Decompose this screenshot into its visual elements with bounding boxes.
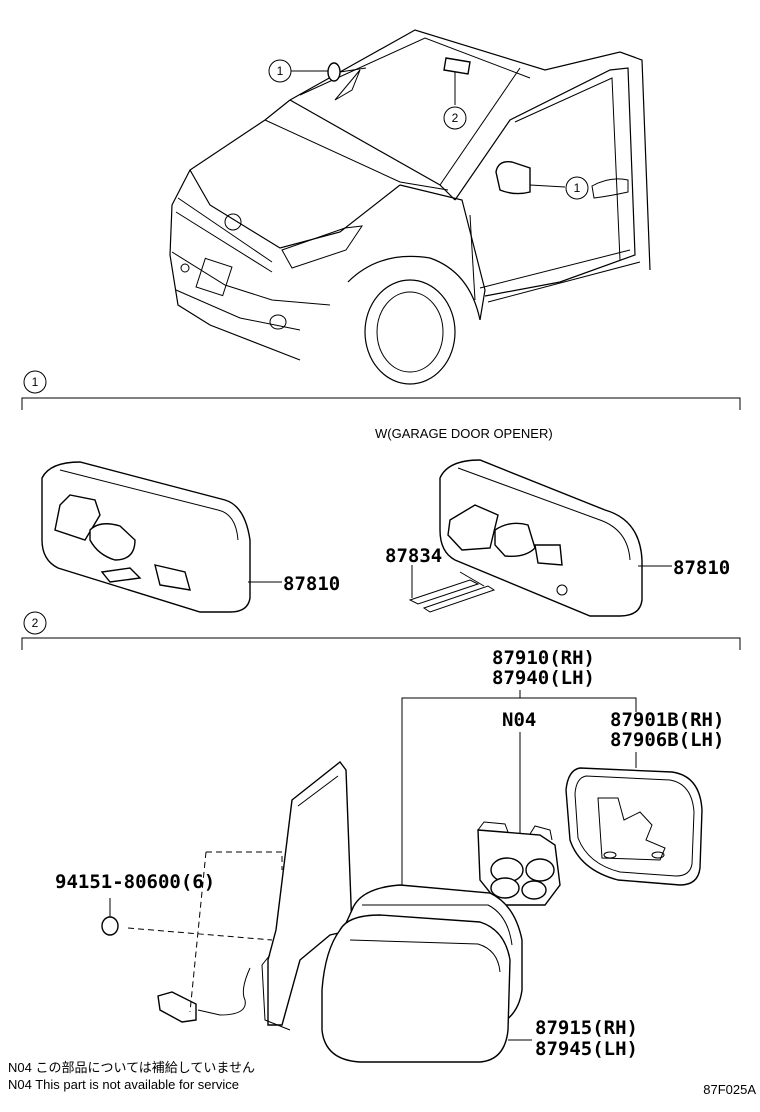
leader-glass (520, 697, 637, 712)
part-label-87901b-rh: 87901B(RH) (610, 709, 724, 731)
mirror-base (157, 761, 353, 1031)
mirror-glass (565, 767, 703, 886)
part-label-87906b-lh: 87906B(LH) (610, 729, 724, 751)
part-label-87810-left: 87810 (283, 573, 340, 595)
diagram-code: 87F025A (703, 1082, 756, 1097)
callout-text: 1 (574, 181, 581, 195)
section-1-number: 1 (32, 375, 39, 389)
section-2-number: 2 (32, 616, 39, 630)
part-label-87834: 87834 (385, 545, 442, 567)
car-callout-2: 2 (443, 106, 467, 130)
callout-text: 1 (277, 64, 284, 78)
screw (101, 851, 283, 1013)
inner-mirror-garage-opener (439, 459, 672, 617)
part-label-87910-rh: 87910(RH) (492, 647, 595, 669)
car-callout-1a: 1 (268, 59, 328, 83)
section-2-bracket (21, 637, 741, 650)
section-1-bracket (21, 397, 741, 410)
note-english: N04 This part is not available for servi… (8, 1077, 239, 1092)
accessory-87834 (408, 565, 496, 613)
callout-text: 2 (452, 111, 459, 125)
leader-outer-mirror (401, 690, 521, 885)
section-1-marker: 1 (23, 370, 47, 394)
car-callout-1b: 1 (565, 176, 589, 200)
part-label-87810-right: 87810 (673, 557, 730, 579)
part-label-94151: 94151-80600(6) (55, 871, 215, 893)
part-label-n04: N04 (502, 709, 536, 731)
mirror-actuator (477, 821, 561, 906)
mirror-cover (321, 914, 532, 1063)
note-japanese: N04 この部品については補給していません (8, 1060, 256, 1075)
car-illustration (169, 29, 651, 385)
variant-label: W(GARAGE DOOR OPENER) (375, 426, 553, 441)
part-label-87945-lh: 87945(LH) (535, 1038, 638, 1060)
section-2-marker: 2 (23, 611, 47, 635)
inner-mirror-standard (41, 461, 282, 613)
part-label-87915-rh: 87915(RH) (535, 1017, 638, 1039)
part-label-87940-lh: 87940(LH) (492, 667, 595, 689)
